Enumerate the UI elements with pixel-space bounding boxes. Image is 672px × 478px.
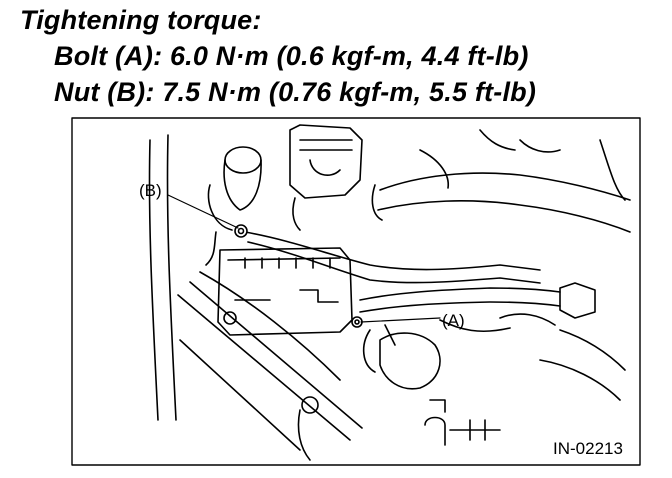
pipe-a-upper (359, 287, 561, 301)
figure-id-label: IN-02213 (553, 439, 623, 458)
figure-frame (71, 117, 641, 466)
torque-specification: Tightening torque: Bolt (A): 6.0 N·m (0.… (0, 0, 672, 110)
wire-left (205, 231, 217, 266)
leader-line-b (167, 194, 239, 229)
leader-line-a (360, 317, 441, 323)
nut-b-torque: Nut (B): 7.5 N·m (0.76 kgf-m, 5.5 ft-lb) (54, 77, 537, 107)
intake-duct-top (379, 172, 631, 201)
intake-box (289, 124, 363, 199)
callout-label-a: (A) (442, 311, 465, 330)
intake-duct-bottom (377, 200, 631, 233)
relay-box (217, 247, 353, 336)
bolt-a-torque: Bolt (A): 6.0 N·m (0.6 kgf-m, 4.4 ft-lb) (54, 41, 529, 71)
hose-upper (244, 231, 541, 271)
hose-lower (247, 241, 541, 284)
strut-line-left (148, 139, 159, 421)
torque-heading: Tightening torque: (20, 5, 262, 35)
bracket-bar-1 (177, 294, 351, 441)
pipe-end-fitting (559, 282, 596, 319)
callout-label-b: (B) (139, 181, 162, 200)
round-component (379, 332, 441, 390)
reservoir-body (223, 159, 262, 211)
pipe-a-lower (359, 301, 561, 313)
strut-line-right (166, 134, 177, 421)
bracket-bar-2 (189, 281, 363, 429)
reservoir-hose (207, 184, 233, 231)
reservoir-cap (224, 146, 262, 174)
